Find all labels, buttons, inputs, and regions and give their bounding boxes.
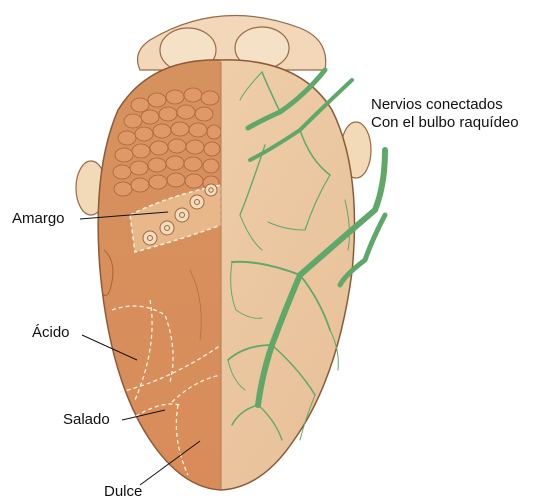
label-nervios: Nervios conectados Con el bulbo raquídeo (371, 96, 519, 132)
label-salado: Salado (63, 411, 110, 429)
label-nervios-line2: Con el bulbo raquídeo (371, 114, 519, 132)
label-amargo: Amargo (12, 210, 65, 228)
label-dulce: Dulce (104, 483, 142, 501)
label-acido: Ácido (32, 324, 70, 342)
label-nervios-line1: Nervios conectados (371, 96, 519, 114)
